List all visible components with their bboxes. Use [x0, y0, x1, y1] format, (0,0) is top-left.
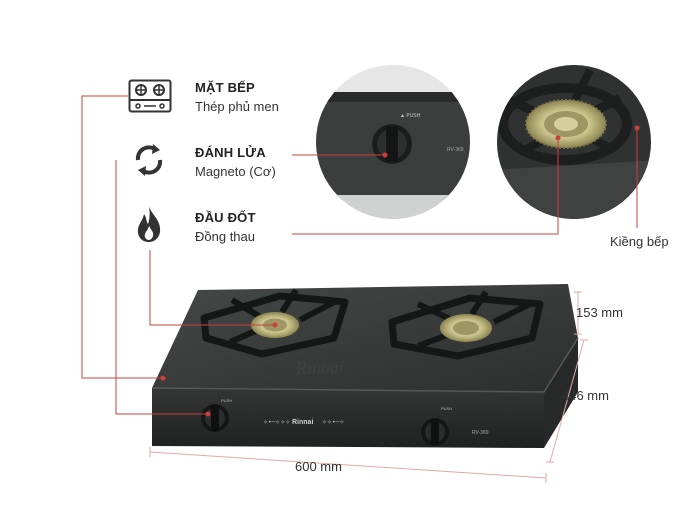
brass-burner-closeup [525, 99, 607, 149]
feature-title-cooktop: MẶT BẾP [195, 80, 255, 95]
svg-text:RV-369: RV-369 [472, 430, 489, 436]
dimension-lines [149, 291, 588, 483]
ignition-cycle-icon [132, 140, 166, 180]
svg-text:PUSH: PUSH [221, 398, 232, 403]
gas-stove: Rinnai Rinnai ✧•─✧✧✧ ✧✧•─✧ RV-369 [151, 284, 579, 448]
zoom-circle-knob: ▲ PUSH RV-369 [316, 65, 470, 219]
leader-line-burner-zoom [292, 138, 559, 235]
stove-side-panel [544, 338, 578, 448]
right-burner [388, 290, 544, 360]
right-knob: PUSH [421, 406, 452, 446]
leader-line-cooktop [81, 95, 162, 379]
feature-subtitle-cooktop: Thép phủ men [195, 99, 279, 114]
left-burner [200, 288, 349, 358]
depth-dimension-label: 446 mm [562, 388, 609, 403]
cooktop-icon [128, 79, 172, 113]
flame-icon [133, 204, 165, 244]
zoom-circle-burner [497, 65, 651, 219]
feature-title-ignition: ĐÁNH LỬA [195, 145, 266, 160]
leader-line-burner [149, 250, 275, 326]
svg-text:RV-369: RV-369 [447, 147, 464, 153]
knob-closeup [372, 124, 412, 164]
leader-line-ignition [115, 160, 207, 415]
svg-text:PUSH: PUSH [441, 406, 452, 411]
feature-subtitle-ignition: Magneto (Cơ) [195, 164, 276, 179]
svg-text:▲ PUSH: ▲ PUSH [400, 113, 421, 119]
feature-subtitle-burner: Đồng thau [195, 229, 255, 244]
feature-title-burner: ĐẦU ĐỐT [195, 210, 256, 225]
burner-ring-label: Kiềng bếp [610, 234, 669, 249]
leader-lines [81, 95, 640, 417]
svg-text:✧•─✧✧✧: ✧•─✧✧✧ [263, 419, 290, 426]
panel-brand-text: Rinnai [292, 419, 313, 426]
height-dimension-label: 153 mm [576, 305, 623, 320]
svg-text:✧✧•─✧: ✧✧•─✧ [322, 419, 344, 426]
svg-text:Rinnai: Rinnai [295, 357, 344, 378]
width-dimension-label: 600 mm [295, 459, 342, 474]
